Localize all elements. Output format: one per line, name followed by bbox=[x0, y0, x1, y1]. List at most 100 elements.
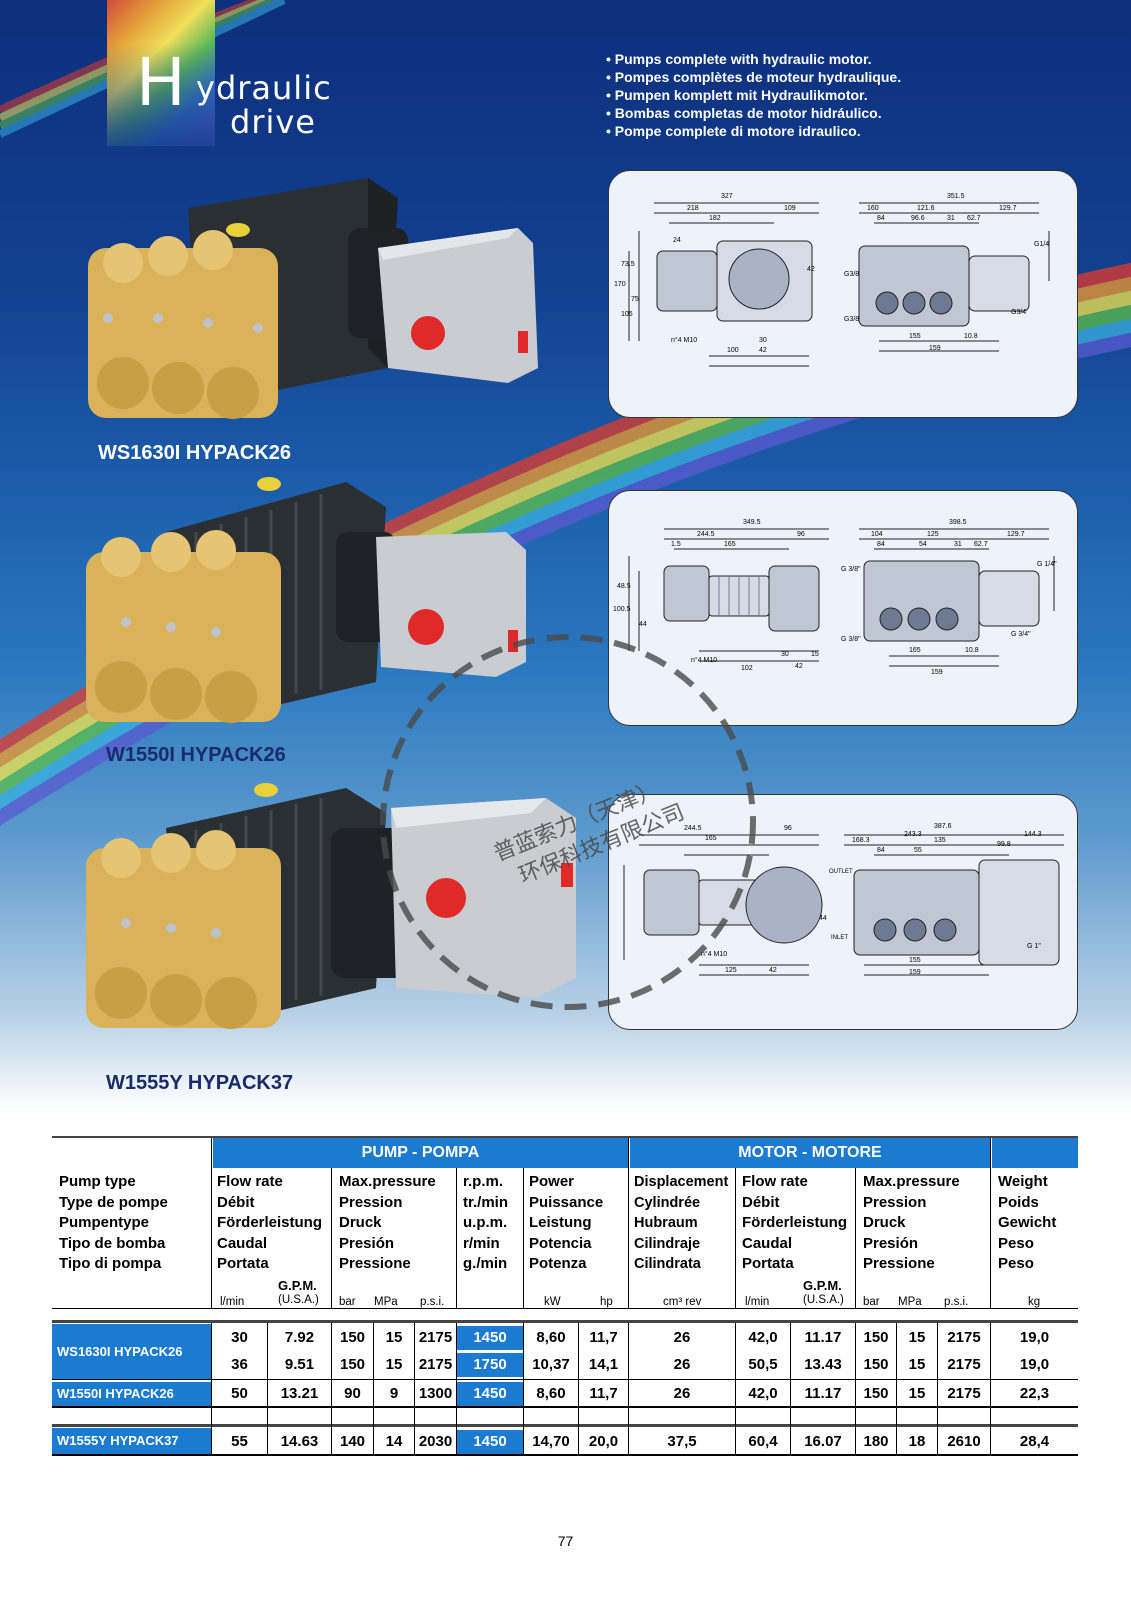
dim-text: 31 bbox=[954, 541, 962, 548]
unit-lmin: l/min bbox=[220, 1296, 245, 1308]
table-cell: 19,0 bbox=[1019, 1356, 1050, 1373]
dim-text: 75 bbox=[631, 296, 639, 303]
header-line: Presión bbox=[863, 1234, 919, 1252]
table-top-rule bbox=[52, 1136, 1078, 1138]
row-divider bbox=[52, 1406, 1078, 1408]
table-cell: 10,37 bbox=[532, 1356, 570, 1373]
table-cell: 30 bbox=[231, 1329, 248, 1346]
header-line: Druck bbox=[339, 1214, 382, 1231]
header-line: Weight bbox=[998, 1173, 1048, 1190]
table-cell: 37,5 bbox=[667, 1433, 697, 1450]
table-cell: 60,4 bbox=[748, 1433, 778, 1450]
table-cell: 42,0 bbox=[748, 1385, 778, 1402]
spec-table: PUMP - POMPA MOTOR - MOTORE Pump type Ty… bbox=[52, 1136, 1078, 1456]
table-cell: 150 bbox=[339, 1356, 366, 1373]
col-divider bbox=[211, 1138, 212, 1308]
dim-text: 62.7 bbox=[974, 541, 988, 548]
table-cell: 15 bbox=[908, 1356, 926, 1373]
dim-text: 218 bbox=[687, 205, 699, 212]
page-number: 77 bbox=[557, 1533, 574, 1549]
dim-text: 121.6 bbox=[917, 205, 935, 212]
header-line: Caudal bbox=[742, 1234, 793, 1252]
dim-text: 398.5 bbox=[949, 519, 967, 526]
table-cell: 8,60 bbox=[536, 1329, 566, 1346]
table-cell: 15 bbox=[385, 1356, 403, 1373]
dim-text: G 1/4" bbox=[1037, 561, 1057, 568]
header-motor-pressure: Max.pressure Pression Druck Presión Pres… bbox=[863, 1172, 960, 1275]
dim-text: 73.5 bbox=[621, 261, 635, 268]
model-label: WS1630I HYPACK26 bbox=[98, 442, 292, 464]
header-line: Type de pompe bbox=[59, 1193, 168, 1211]
logo-initial: H bbox=[136, 44, 186, 121]
header-line: Flow rate bbox=[742, 1173, 808, 1190]
dim-text: G3/8 bbox=[844, 271, 860, 278]
dim-text: 159 bbox=[931, 669, 943, 676]
col-divider bbox=[414, 1323, 415, 1454]
dim-text: 165 bbox=[909, 647, 921, 654]
section-header-weight bbox=[992, 1138, 1078, 1168]
table-cell: 42,0 bbox=[748, 1329, 778, 1346]
dim-text: 244.5 bbox=[684, 825, 702, 832]
dim-text: 159 bbox=[909, 969, 921, 976]
table-cell: 13.43 bbox=[804, 1356, 842, 1373]
table-cell: 2030 bbox=[418, 1433, 453, 1450]
table-cell: 8,60 bbox=[536, 1385, 566, 1402]
dim-text: G 3/8" bbox=[841, 566, 861, 573]
header-line: Max.pressure bbox=[863, 1173, 960, 1190]
bullet-item: Pompes complètes de moteur hydraulique. bbox=[606, 68, 901, 86]
header-line: Pression bbox=[339, 1193, 403, 1211]
header-line: Cilindrata bbox=[634, 1256, 701, 1272]
header-line: Débit bbox=[742, 1193, 780, 1211]
dim-text: 155 bbox=[909, 957, 921, 964]
unit-usa: (U.S.A.) bbox=[278, 1294, 319, 1306]
table-cell: 11.17 bbox=[804, 1385, 842, 1402]
col-divider bbox=[578, 1323, 579, 1454]
section-header-pump: PUMP - POMPA bbox=[213, 1138, 628, 1168]
unit-mpa: MPa bbox=[374, 1296, 398, 1308]
header-bottom-rule bbox=[52, 1308, 1078, 1309]
dim-text: 30 bbox=[781, 651, 789, 658]
dim-text: n°4 M10 bbox=[701, 951, 728, 958]
section-header-motor: MOTOR - MOTORE bbox=[630, 1138, 990, 1168]
dim-text: 42 bbox=[769, 967, 777, 974]
dim-text: 125 bbox=[927, 531, 939, 538]
dim-text: 160 bbox=[867, 205, 879, 212]
rpm-cell: 1450 bbox=[457, 1430, 523, 1454]
col-divider bbox=[735, 1323, 736, 1454]
table-cell: 1300 bbox=[418, 1385, 453, 1402]
table-cell: 55 bbox=[231, 1433, 248, 1450]
table-cell: 9.51 bbox=[284, 1356, 315, 1373]
dim-text: G1/4 bbox=[1034, 241, 1050, 248]
dim-text: 165 bbox=[724, 541, 736, 548]
table-cell: 15 bbox=[908, 1385, 926, 1402]
technical-drawing-2: 349.5 244.5 96 165 1.5 48.5 44 100.5 n°4… bbox=[608, 490, 1078, 726]
gpm-label: G.P.M. bbox=[803, 1278, 842, 1293]
table-cell: 26 bbox=[673, 1356, 691, 1373]
col-divider bbox=[855, 1168, 856, 1308]
dim-text: 30 bbox=[759, 337, 767, 344]
col-divider bbox=[267, 1323, 268, 1454]
header-line: Débit bbox=[217, 1193, 255, 1211]
dim-text: 24 bbox=[673, 237, 681, 244]
col-divider bbox=[990, 1323, 991, 1454]
col-divider bbox=[628, 1323, 629, 1454]
header-displacement: Displacement Cylindrée Hubraum Cilindraj… bbox=[634, 1172, 728, 1275]
col-divider bbox=[456, 1168, 457, 1308]
unit-bar: bar bbox=[863, 1296, 880, 1308]
dim-text: 42 bbox=[759, 347, 767, 354]
table-cell: 150 bbox=[339, 1329, 366, 1346]
table-cell: 2175 bbox=[418, 1356, 453, 1373]
col-divider bbox=[896, 1323, 897, 1454]
table-cell: 19,0 bbox=[1019, 1329, 1050, 1346]
dim-text: OUTLET bbox=[829, 869, 853, 875]
header-line: r/min bbox=[463, 1234, 500, 1252]
table-cell: 28,4 bbox=[1019, 1433, 1050, 1450]
header-line: Peso bbox=[998, 1255, 1034, 1272]
logo-line1: ydraulic bbox=[196, 69, 332, 107]
header-line: Presión bbox=[339, 1234, 395, 1252]
header-line: Förderleistung bbox=[742, 1214, 848, 1231]
dim-text: 155 bbox=[909, 333, 921, 340]
table-cell: 2175 bbox=[947, 1385, 981, 1402]
header-line: Cilindraje bbox=[634, 1235, 701, 1252]
header-line: Caudal bbox=[217, 1234, 268, 1252]
